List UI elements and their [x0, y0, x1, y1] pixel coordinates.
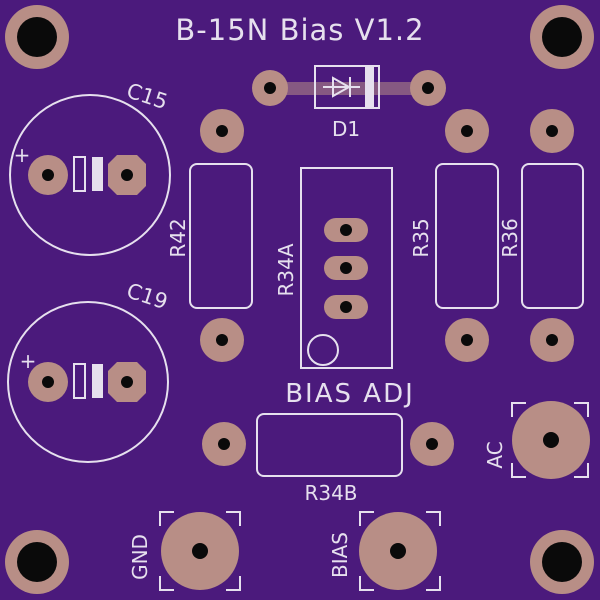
- d1-label: D1: [332, 117, 360, 141]
- diode-d1: [252, 65, 446, 109]
- capacitor-c15: [9, 94, 171, 256]
- r34a-label: R34A: [274, 243, 298, 296]
- mounting-hole-bottom-right: [530, 530, 594, 594]
- resistor-r35: [435, 109, 499, 362]
- mounting-hole-top-left: [5, 5, 69, 69]
- c19-polarity-mark: +: [20, 349, 37, 373]
- bias-label: BIAS: [328, 532, 352, 578]
- r36-label: R36: [498, 218, 522, 257]
- resistor-r36: [521, 109, 584, 362]
- ac-label: AC: [483, 441, 507, 468]
- r35-label: R35: [409, 218, 433, 257]
- r34b-label: R34B: [304, 481, 357, 505]
- c15-polarity-mark: +: [14, 143, 31, 167]
- resistor-r42: [189, 109, 253, 362]
- board-title: B-15N Bias V1.2: [175, 13, 424, 47]
- r42-label: R42: [166, 218, 190, 257]
- trimmer-r34a: [300, 167, 393, 369]
- mounting-hole-bottom-left: [5, 530, 69, 594]
- terminal-gnd: [159, 511, 241, 591]
- resistor-r34b: [202, 413, 454, 477]
- mounting-hole-top-right: [530, 5, 594, 69]
- bias-adj-label: BIAS ADJ: [285, 379, 415, 409]
- terminal-ac: [511, 401, 590, 479]
- terminal-bias: [359, 511, 441, 591]
- gnd-label: GND: [128, 534, 152, 580]
- capacitor-c19: [7, 301, 169, 463]
